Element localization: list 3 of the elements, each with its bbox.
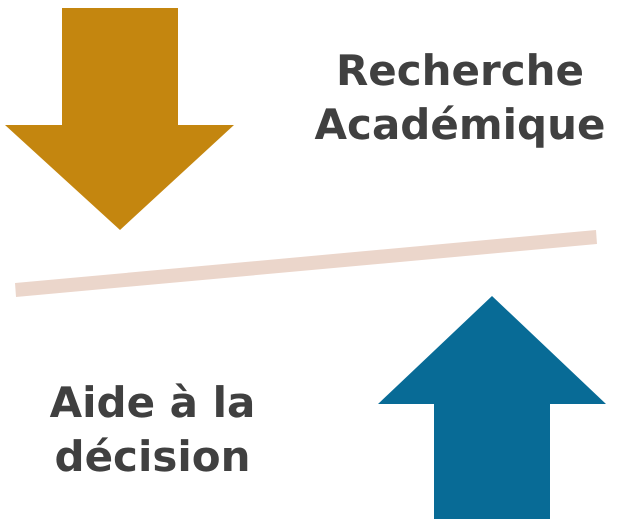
- balance-beam: [15, 230, 597, 297]
- heading-text: Aide à la décision: [48, 377, 256, 483]
- heading-text: Recherche Académique: [314, 45, 606, 151]
